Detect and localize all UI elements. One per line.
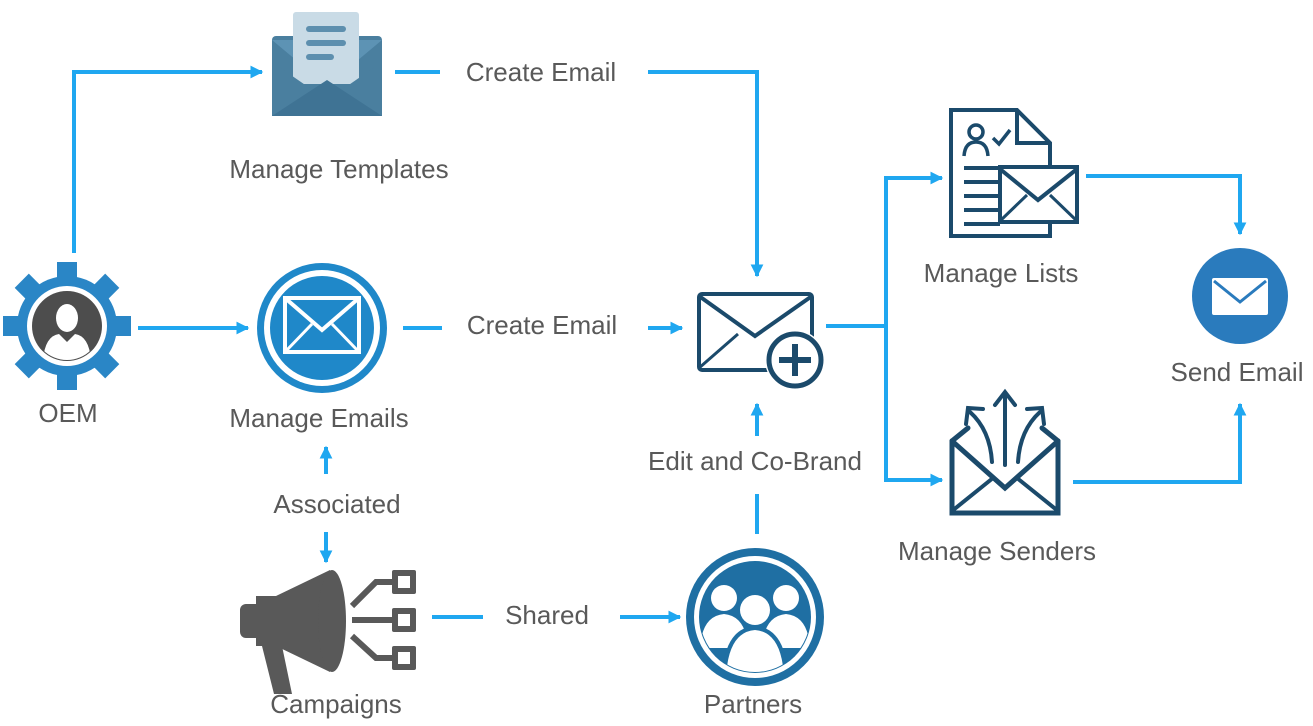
- send-email-label: Send Email: [1170, 357, 1304, 387]
- edge-create-email-top-label: Create Email: [465, 57, 617, 87]
- envelope-plus-icon: [697, 292, 825, 390]
- template-envelope-icon: [272, 12, 382, 116]
- arrow-templates-create-email-to-cobrand: [648, 70, 764, 278]
- arrow-lists-to-send: [1086, 174, 1247, 236]
- arrow-cobrand-to-senders: [884, 326, 944, 487]
- manage-lists-label: Manage Lists: [923, 258, 1079, 288]
- campaigns-label: Campaigns: [270, 689, 402, 719]
- manage-templates-label: Manage Templates: [229, 154, 449, 184]
- envelope-arrows-icon: [949, 388, 1061, 516]
- manage-senders-label: Manage Senders: [897, 536, 1097, 566]
- edge-shared-label: Shared: [505, 600, 589, 630]
- oem-label: OEM: [38, 398, 98, 428]
- edge-create-email-mid-label: Create Email: [466, 310, 618, 340]
- arrow-senders-to-send: [1073, 402, 1247, 484]
- manage-emails-label: Manage Emails: [229, 403, 409, 433]
- edge-edit-cobrand-label: Edit and Co-Brand: [648, 446, 862, 476]
- partners-group-icon: [686, 548, 824, 686]
- megaphone-icon: [240, 570, 416, 694]
- send-envelope-circle-icon: [1192, 248, 1288, 344]
- partners-label: Partners: [703, 689, 803, 719]
- arrow-cobrand-to-lists: [884, 171, 944, 326]
- arrow-oem-to-templates: [72, 65, 264, 253]
- envelope-circle-icon: [257, 263, 387, 393]
- oem-gear-user-icon: [3, 262, 131, 390]
- edge-associated-label: Associated: [273, 489, 401, 519]
- list-document-envelope-icon: [949, 108, 1079, 238]
